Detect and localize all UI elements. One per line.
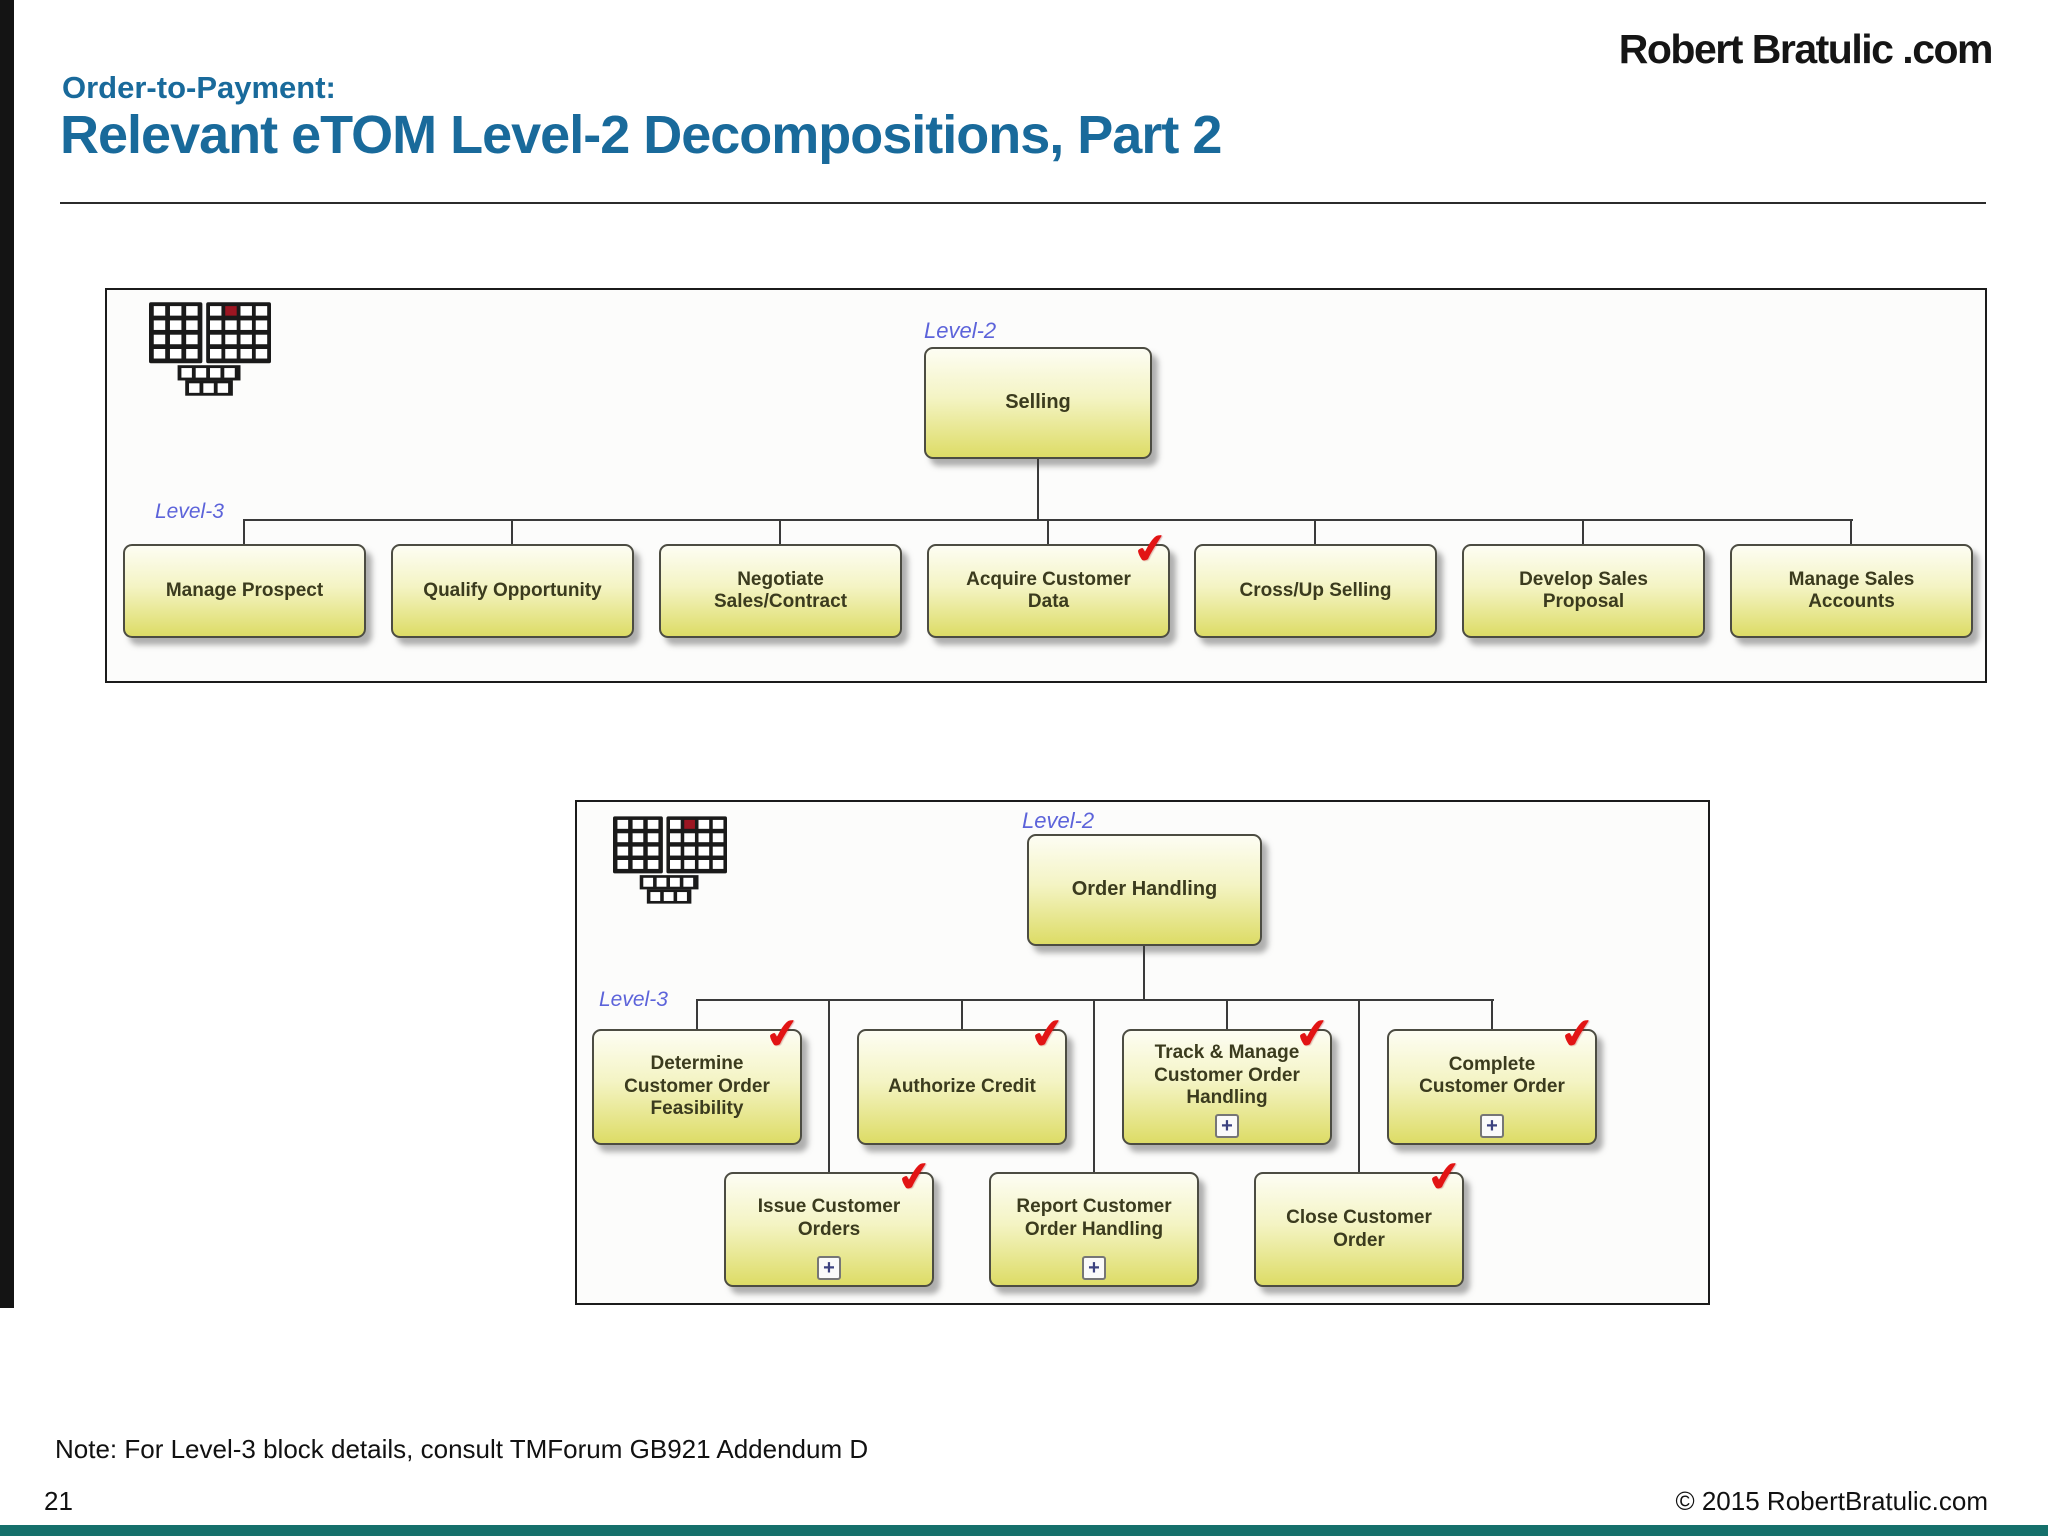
connector-line [696,999,1494,1001]
process-box-authorize-credit: Authorize Credit ✔ [857,1007,1068,1145]
selling-decomposition-diagram: Level-2 Level-3 Selling Manage Prospect … [105,288,1987,683]
process-box-track-manage-customer-order-handling: Track & Manage Customer Order Handling ✔… [1122,1007,1333,1145]
process-box-label: Selling [1005,391,1071,414]
process-box-label: Manage Prospect [165,579,324,601]
connector-line [1358,999,1360,1172]
connector-line [1491,999,1493,1029]
expand-plus-icon: + [1480,1114,1504,1138]
process-box-label: Track & Manage Customer Order Handling [1154,1042,1300,1109]
process-box-acquire-customer-data: Acquire Customer Data ✔ [927,522,1171,638]
slide-kicker: Order-to-Payment: [62,70,336,105]
process-box-label: Issue Customer Orders [757,1196,901,1240]
level3-label: Level-3 [599,988,668,1011]
title-underline [60,202,1986,204]
process-box-order-handling: Order Handling [1027,834,1262,946]
process-box-label: Manage Sales Accounts [1788,568,1915,612]
process-box-negotiate-sales-contract: Negotiate Sales/Contract [659,544,902,638]
connector-line [1314,519,1316,544]
footer-accent-bar [0,1525,2048,1536]
site-logo: Robert Bratulic .com [1618,26,1994,72]
process-box-determine-customer-order-feasibility: Determine Customer Order Feasibility ✔ [592,1007,803,1145]
checkmark-icon: ✔ [1423,1149,1466,1204]
process-box-qualify-opportunity: Qualify Opportunity [391,544,634,638]
process-box-label: Report Customer Order Handling [1016,1196,1172,1240]
page-title: Relevant eTOM Level-2 Decompositions, Pa… [60,105,1222,165]
process-box-report-customer-order-handling: Report Customer Order Handling + [989,1172,1199,1287]
level2-label: Level-2 [1022,808,1095,833]
expand-plus-icon: + [1082,1256,1106,1280]
process-box-label: Determine Customer Order Feasibility [624,1053,770,1120]
process-box-develop-sales-proposal: Develop Sales Proposal [1462,544,1705,638]
connector-line [1850,519,1852,544]
process-box-label: Order Handling [1071,878,1218,901]
etom-map-icon [613,816,727,904]
process-box-manage-sales-accounts: Manage Sales Accounts [1730,544,1973,638]
connector-line [779,519,781,544]
expand-plus-icon: + [817,1256,841,1280]
checkmark-icon: ✔ [1026,1006,1069,1061]
checkmark-icon: ✔ [893,1149,936,1204]
page-number: 21 [44,1486,73,1516]
connector-line [243,519,245,544]
connector-line [961,999,963,1029]
process-box-label: Complete Customer Order [1419,1053,1565,1097]
process-box-close-customer-order: Close Customer Order ✔ [1254,1150,1465,1287]
connector-line [696,999,698,1029]
connector-line [1093,999,1095,1172]
process-box-issue-customer-orders: Issue Customer Orders ✔ + [724,1150,935,1287]
checkmark-icon: ✔ [1129,521,1172,576]
order-handling-decomposition-diagram: Level-2 Level-3 Order Handling Determine… [575,800,1710,1305]
process-box-manage-prospect: Manage Prospect [123,544,366,638]
etom-map-icon [149,302,271,396]
process-box-label: Cross/Up Selling [1239,579,1392,601]
footnote: Note: For Level-3 block details, consult… [55,1434,869,1464]
connector-line [1143,946,1145,999]
process-box-selling: Selling [924,347,1152,459]
process-box-label: Negotiate Sales/Contract [713,568,848,612]
process-box-complete-customer-order: Complete Customer Order ✔ + [1387,1007,1598,1145]
connector-line [1037,459,1039,519]
checkmark-icon: ✔ [761,1006,804,1061]
connector-line [1047,519,1049,544]
process-box-label: Qualify Opportunity [423,579,602,601]
process-box-label: Authorize Credit [888,1075,1036,1097]
process-box-label: Close Customer Order [1286,1207,1432,1251]
copyright-text: © 2015 RobertBratulic.com [1675,1486,1988,1516]
level2-label: Level-2 [924,318,997,343]
process-box-label: Develop Sales Proposal [1519,568,1648,612]
expand-plus-icon: + [1215,1114,1239,1138]
connector-line [828,999,830,1172]
level3-label: Level-3 [155,500,224,523]
connector-line [511,519,513,544]
slide-edge-strip [0,0,14,1308]
process-box-label: Acquire Customer Data [966,568,1131,612]
checkmark-icon: ✔ [1556,1006,1599,1061]
process-box-cross-up-selling: Cross/Up Selling [1194,544,1437,638]
connector-line [1226,999,1228,1029]
checkmark-icon: ✔ [1291,1006,1334,1061]
connector-line [1582,519,1584,544]
